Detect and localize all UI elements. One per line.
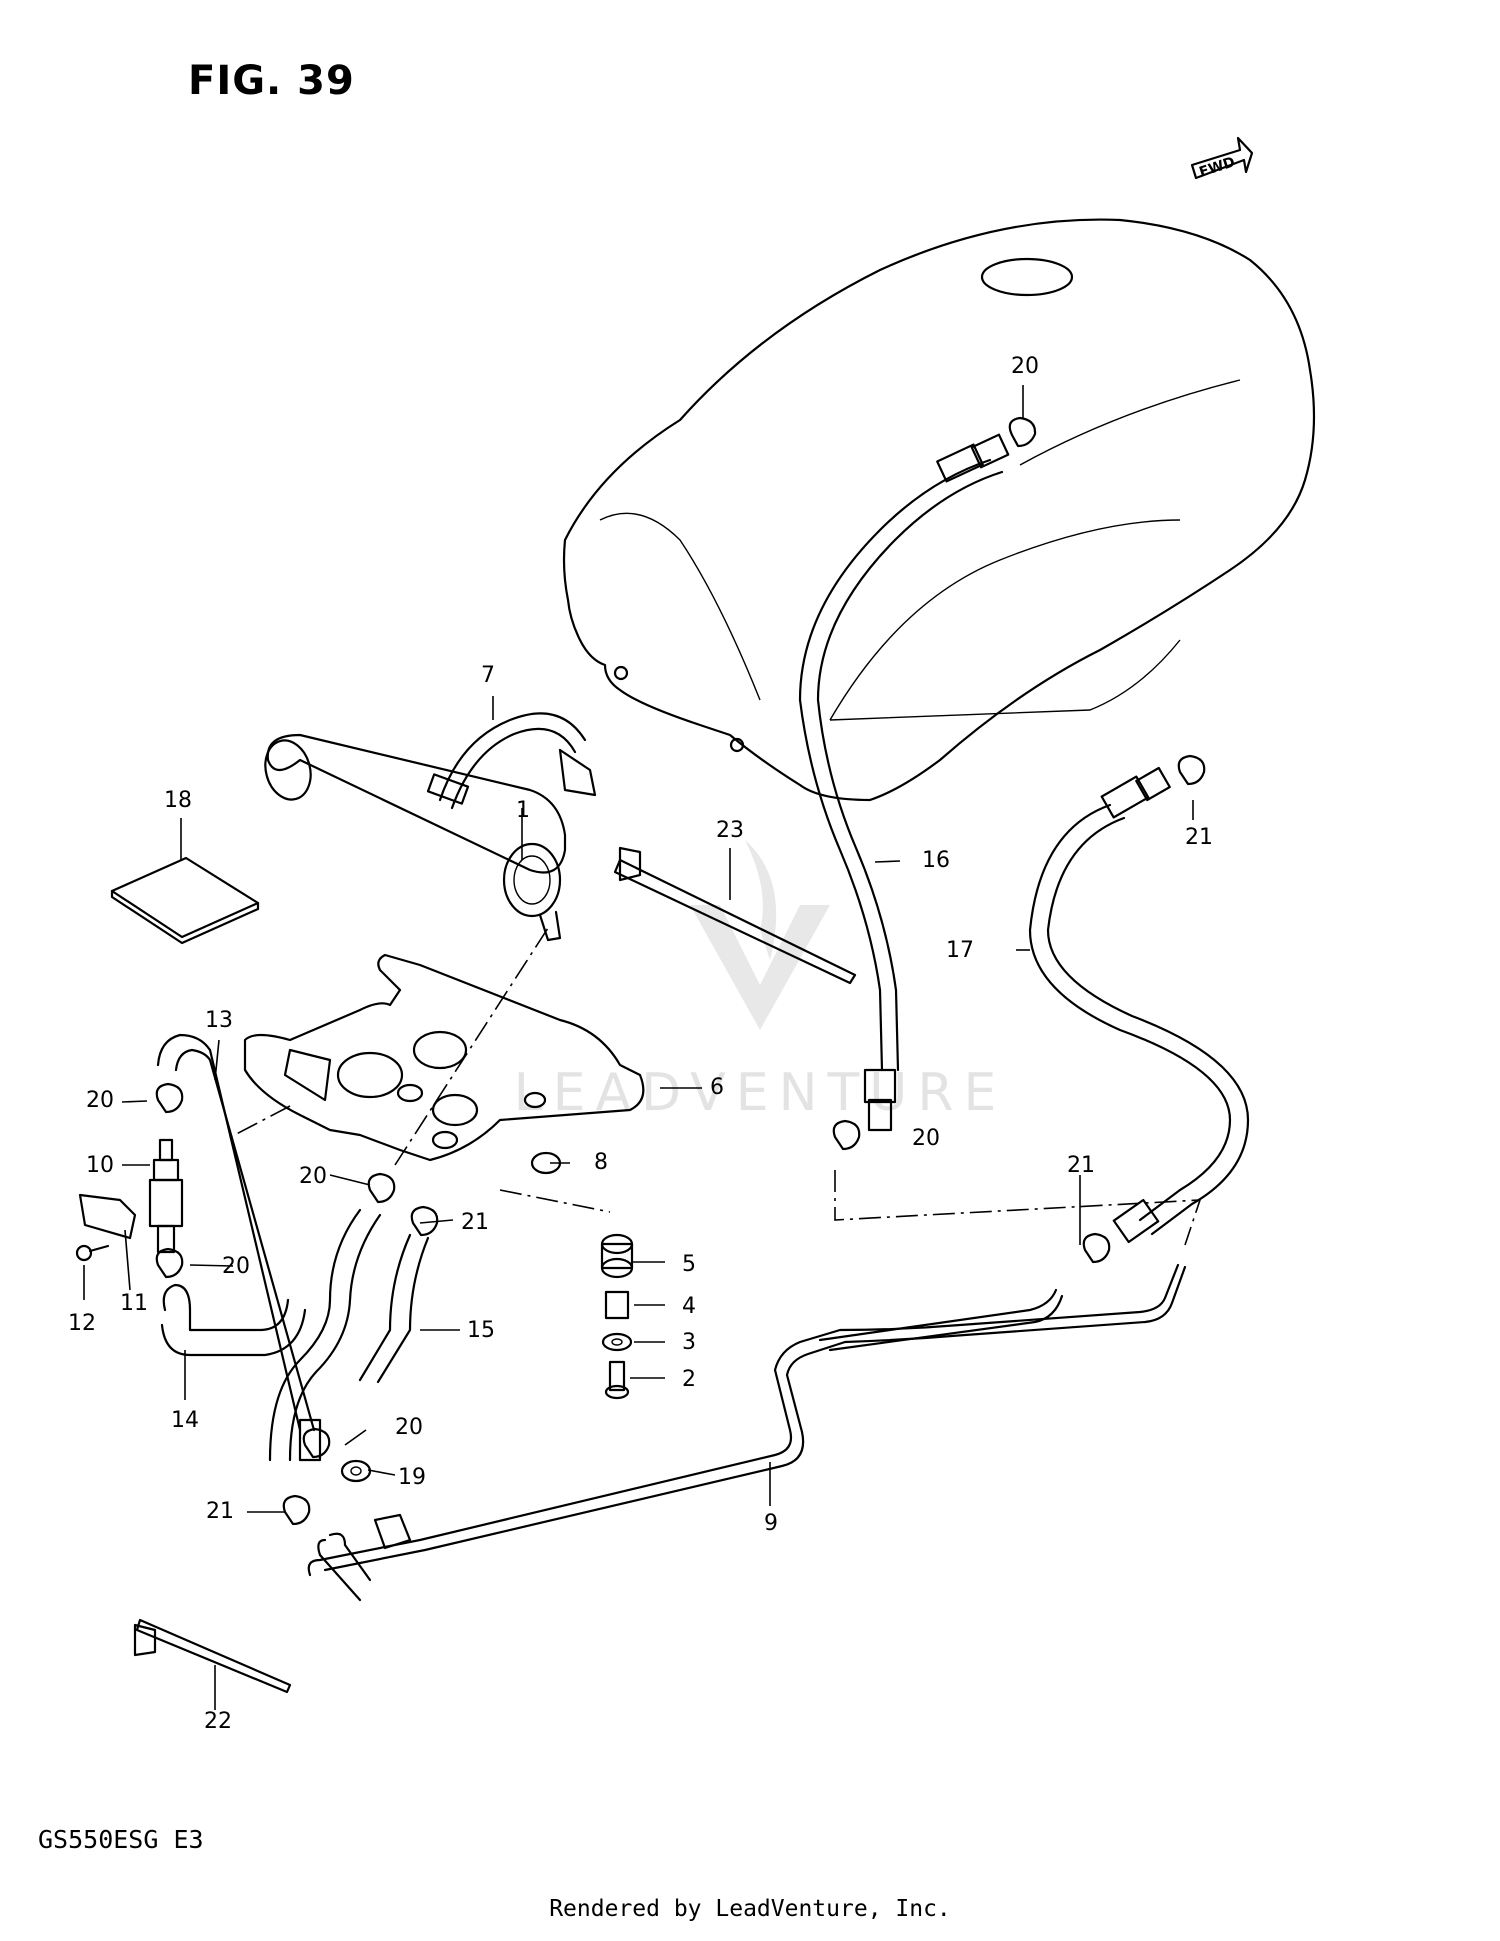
callout-11: 11 [120,1291,148,1316]
callout-16: 16 [922,848,950,873]
callout-20-pipe: 20 [912,1126,940,1151]
callout-5: 5 [682,1252,696,1277]
fwd-label: FWD [1197,154,1237,181]
callout-21-bottom: 21 [206,1499,234,1524]
callout-2: 2 [682,1367,696,1392]
callout-14: 14 [171,1408,199,1433]
callout-23: 23 [716,818,744,843]
callout-4: 4 [682,1294,696,1319]
callout-12: 12 [68,1311,96,1336]
callout-8: 8 [594,1150,608,1175]
callout-20-left-upper: 20 [86,1088,114,1113]
hose-13 [156,1033,322,1462]
callout-19: 19 [398,1465,426,1490]
callout-22: 22 [204,1709,232,1734]
callout-17: 17 [946,938,974,963]
hose-17 [1028,766,1250,1244]
callout-21-upper: 21 [1185,825,1213,850]
hose-16 [798,433,1010,1132]
callout-3: 3 [682,1330,696,1355]
callout-1: 1 [516,798,530,823]
callout-20-mid: 20 [299,1164,327,1189]
hose-15 [268,1208,430,1462]
callout-20-bottom: 20 [395,1415,423,1440]
pipe-9 [307,1263,1187,1602]
callout-20-tank: 20 [1011,354,1039,379]
callout-21-mid: 21 [461,1210,489,1235]
strap-7 [426,712,597,810]
watermark-logo: LEADVENTURE [514,840,996,1123]
callout-10: 10 [86,1153,114,1178]
callout-7: 7 [481,663,495,688]
screw-12 [75,1244,110,1262]
callout-9: 9 [764,1511,778,1536]
cable-tie-23 [613,846,857,985]
filter-10 [78,1138,184,1254]
bracket-6 [243,953,645,1162]
callout-6: 6 [710,1075,724,1100]
small-parts [340,1151,634,1483]
model-code: GS550ESG E3 [38,1825,204,1854]
gasket-18 [110,856,260,945]
footer-credit: Rendered by LeadVenture, Inc. [549,1896,951,1922]
fuel-tank [562,218,1316,802]
callout-21-right: 21 [1067,1153,1095,1178]
callout-20-left-lower: 20 [222,1254,250,1279]
canister [264,733,567,942]
cable-tie-22 [133,1618,292,1694]
hose-14 [160,1283,307,1357]
leader-lines [83,385,1194,1710]
assembly-lines [224,927,1202,1246]
clamps [155,416,1206,1526]
callout-13: 13 [205,1008,233,1033]
callout-15: 15 [467,1318,495,1343]
figure-title: FIG. 39 [188,58,355,104]
callout-18: 18 [164,788,192,813]
forward-arrow-icon: FWD [1190,136,1254,181]
